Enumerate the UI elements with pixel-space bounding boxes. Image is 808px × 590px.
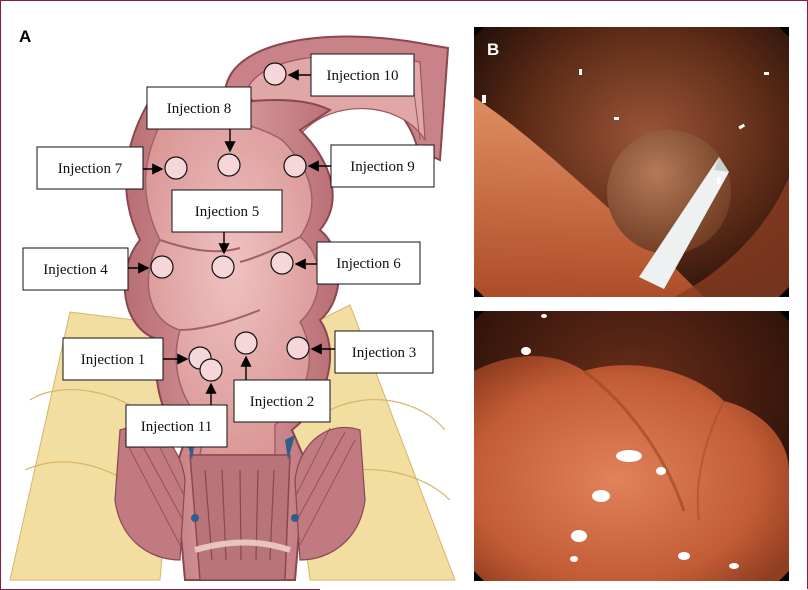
injection-callout-1: Injection 1 — [63, 338, 187, 380]
injection-callouts: Injection 1 Injection 2 Injection 3 Injecti… — [0, 0, 470, 590]
injection-site-6 — [271, 252, 293, 274]
injection-label-5: Injection 5 — [195, 204, 260, 220]
injection-callout-11: Injection 11 — [126, 384, 227, 447]
injection-site-7 — [165, 157, 187, 179]
injection-label-4: Injection 4 — [43, 262, 108, 278]
injection-label-3: Injection 3 — [352, 345, 417, 361]
injection-callout-2: Injection 2 — [234, 357, 330, 422]
injection-site-8 — [218, 154, 240, 176]
injection-site-9 — [284, 155, 306, 177]
panel-b-label: B — [487, 40, 499, 60]
injection-callout-3: Injection 3 — [312, 331, 433, 373]
injection-callout-7: Injection 7 — [37, 147, 162, 189]
injection-label-11: Injection 11 — [141, 419, 213, 435]
injection-callout-4: Injection 4 — [23, 248, 148, 290]
injection-site-5 — [212, 256, 234, 278]
injection-site-2 — [235, 332, 257, 354]
injection-label-1: Injection 1 — [81, 352, 146, 368]
injection-label-6: Injection 6 — [336, 256, 401, 272]
panel-a-label: A — [19, 27, 31, 47]
injection-callout-5: Injection 5 — [172, 190, 282, 253]
injection-label-7: Injection 7 — [58, 161, 123, 177]
injection-label-9: Injection 9 — [350, 159, 415, 175]
injection-callout-8: Injection 8 — [147, 87, 251, 151]
injection-site-4 — [151, 256, 173, 278]
injection-site-11 — [200, 359, 222, 381]
injection-site-3 — [287, 337, 309, 359]
endoscopy-photo-injection — [474, 27, 789, 297]
injection-callout-6: Injection 6 — [296, 242, 420, 284]
injection-callout-9: Injection 9 — [309, 145, 434, 187]
injection-label-8: Injection 8 — [167, 101, 232, 117]
injection-site-10 — [264, 63, 286, 85]
injection-label-10: Injection 10 — [326, 68, 398, 84]
endoscopy-photo-bleb — [474, 311, 789, 581]
injection-callout-10: Injection 10 — [289, 54, 414, 96]
injection-label-2: Injection 2 — [250, 394, 315, 410]
